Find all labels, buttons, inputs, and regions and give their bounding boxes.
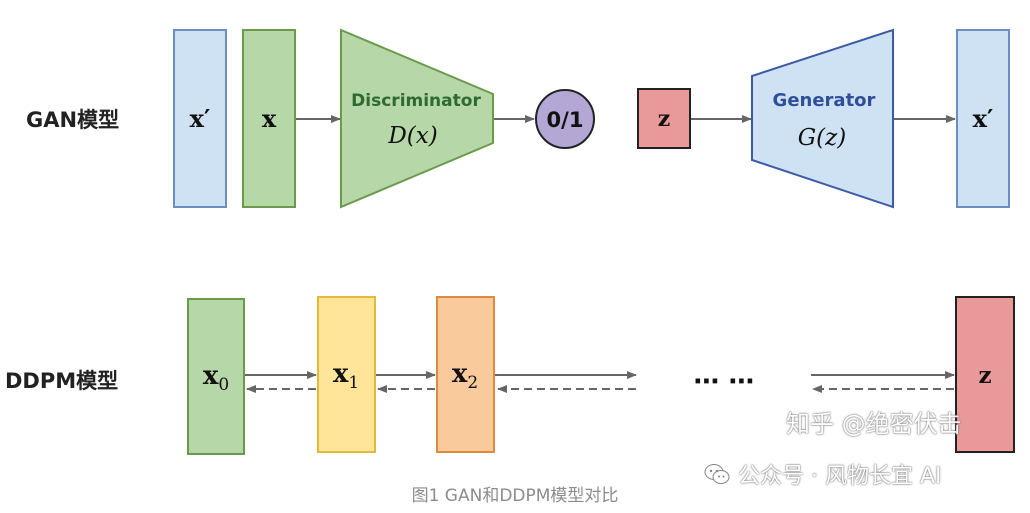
ddpm-row-label: DDPM模型 [5,369,119,393]
x0-label: x0 [203,361,229,395]
wechat-icon [704,464,730,484]
output-circle [535,89,595,149]
x-prime-input-box [173,29,227,208]
generator-title: Generator [773,90,876,111]
x1-label: x1 [333,359,359,393]
wechat-watermark-text: 公众号 · 风物长宜 AI [738,464,942,489]
z-noise-box [637,88,691,149]
x0-base: x [203,361,219,391]
ddpm-ellipsis: ⋯ ⋯ [693,367,754,397]
z-final-label: z [978,362,991,389]
x-input-box [242,29,296,208]
x2-box [436,296,495,453]
gan-row-label: GAN模型 [26,108,120,132]
output-label: 0/1 [547,108,584,132]
z-noise-label: z [658,106,671,132]
wechat-watermark: 公众号 · 风物长宜 AI [704,458,942,490]
discriminator-title: Discriminator [351,91,481,111]
x0-subscript: 0 [218,375,229,395]
x-input-label: x [262,104,277,133]
figure-caption: 图1 GAN和DDPM模型对比 [411,486,619,506]
x-prime-output-box [956,29,1010,208]
x1-base: x [333,359,349,389]
x2-subscript: 2 [467,373,478,393]
generator-function: G(z) [798,125,846,151]
discriminator-trapezoid [340,28,494,209]
x2-label: x2 [452,359,478,393]
x-prime-output-label: x′ [973,104,994,133]
x1-box [317,296,376,453]
z-final-box [955,296,1015,453]
zhihu-watermark: 知乎 @绝密伏击 [786,410,962,438]
x-prime-input-label: x′ [190,104,211,133]
x1-subscript: 1 [348,373,359,393]
discriminator-function: D(x) [387,123,437,149]
generator-trapezoid [751,28,894,209]
x2-base: x [452,359,468,389]
x0-box [187,298,245,455]
